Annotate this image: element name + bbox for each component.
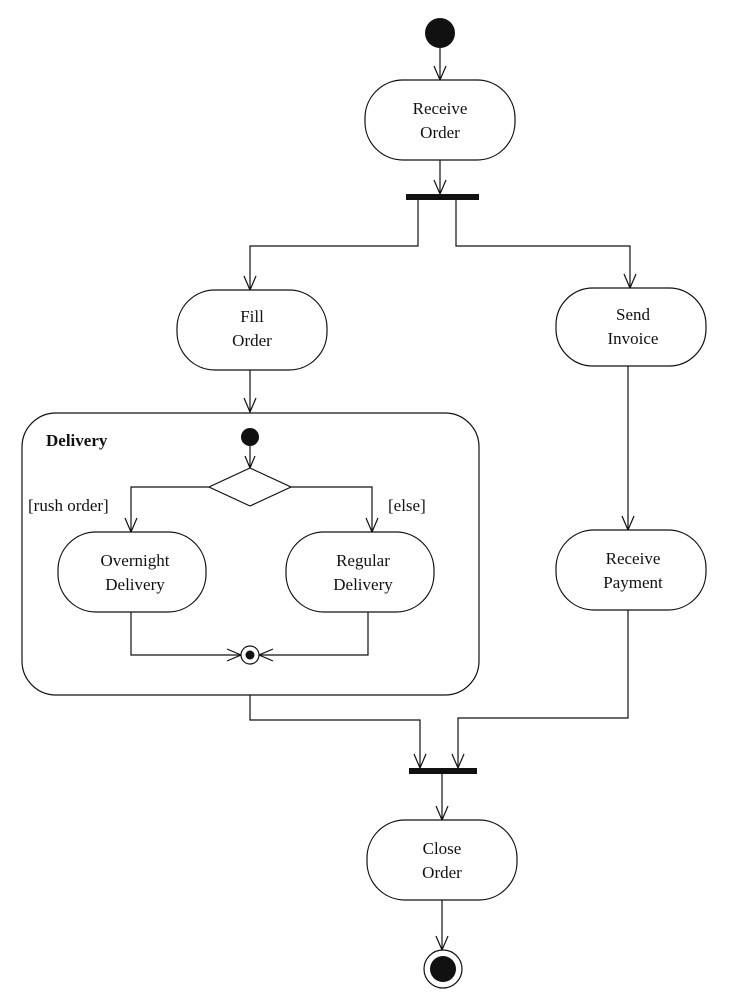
send-invoice-label-line-1: Send — [616, 305, 651, 324]
edge-delivery-to-join — [249, 695, 421, 768]
receive-order-label-line-2: Order — [420, 123, 460, 142]
close-order-label-line-2: Order — [422, 863, 462, 882]
fill-order-label-line-2: Order — [232, 331, 272, 350]
fork-bar — [406, 194, 479, 200]
delivery-initial-node — [241, 428, 259, 446]
regular-delivery-label-line-1: Regular — [336, 551, 390, 570]
activity-receive-order: Receive Order — [364, 79, 516, 161]
activity-receive-payment: Receive Payment — [555, 529, 707, 611]
overnight-delivery-label-line-2: Delivery — [105, 575, 165, 594]
activity-overnight-delivery: Overnight Delivery — [57, 531, 207, 613]
overnight-delivery-label-line-1: Overnight — [101, 551, 170, 570]
activity-regular-delivery: Regular Delivery — [285, 531, 435, 613]
join-bar — [409, 768, 477, 774]
edge-fork-to-fill-order — [249, 200, 419, 290]
edge-decision-to-overnight — [130, 486, 209, 532]
activity-close-order: Close Order — [366, 819, 518, 901]
delivery-region: Delivery [rush order] [else] Overnight D… — [21, 412, 480, 696]
edge-receive-payment-to-join — [457, 610, 629, 768]
send-invoice-label-line-2: Invoice — [608, 329, 659, 348]
edge-decision-to-regular — [291, 486, 373, 532]
close-order-label-line-1: Close — [423, 839, 462, 858]
edge-overnight-to-final — [130, 612, 241, 656]
guard-else: [else] — [388, 496, 426, 515]
final-node — [423, 949, 463, 989]
initial-node — [425, 18, 455, 48]
arrowhead-delivery — [243, 397, 257, 414]
fill-order-label-line-1: Fill — [240, 307, 264, 326]
edge-regular-to-final — [259, 612, 369, 656]
guard-rush-order: [rush order] — [28, 496, 109, 515]
delivery-final-node — [240, 645, 260, 665]
edge-fork-to-send-invoice — [455, 200, 631, 288]
activity-send-invoice: Send Invoice — [555, 287, 707, 367]
receive-payment-label-line-2: Payment — [603, 573, 663, 592]
receive-payment-label-line-1: Receive — [606, 549, 661, 568]
decision-node — [207, 467, 293, 507]
delivery-region-label: Delivery — [46, 431, 108, 450]
receive-order-label-line-1: Receive — [413, 99, 468, 118]
activity-fill-order: Fill Order — [176, 289, 328, 371]
regular-delivery-label-line-2: Delivery — [333, 575, 393, 594]
